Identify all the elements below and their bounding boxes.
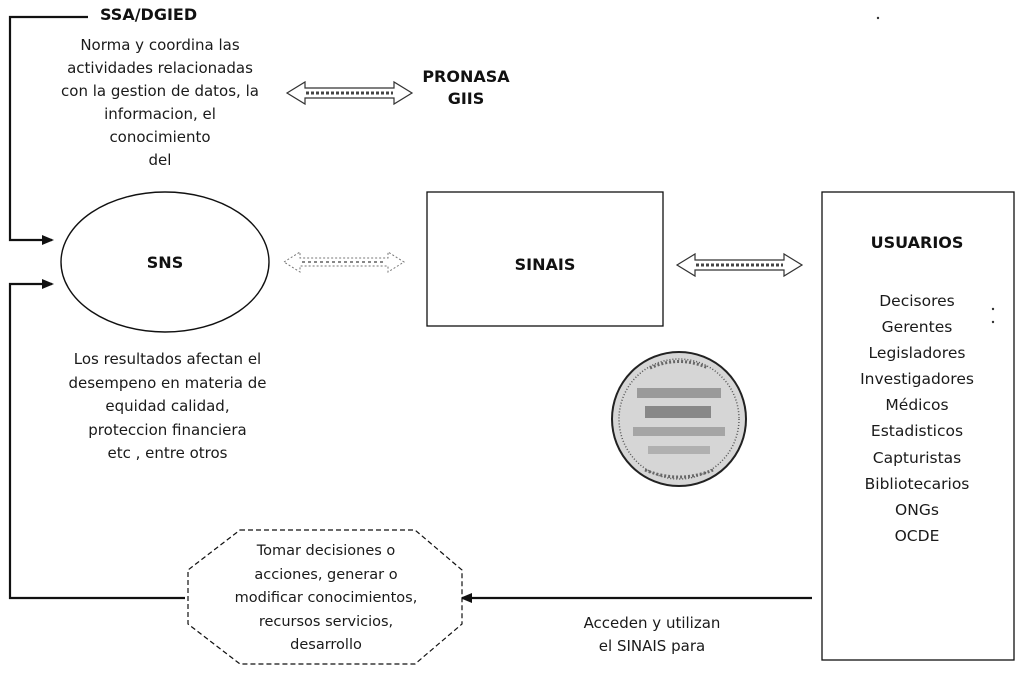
access-text: Acceden y utilizan el SINAIS para [562,612,742,658]
decisions-line: acciones, generar o [254,566,398,583]
speck-mark [991,307,995,311]
ssa-to-sns-connector [8,15,88,245]
ssa-description-line: conocimiento [109,128,211,146]
pronasa-label: PRONASA GIIS [406,66,526,110]
usuario-item: Decisores [879,292,955,310]
ssa-title: SSA/DGIED [100,5,198,24]
decisions-octagon [187,529,463,665]
usuarios-box [821,191,1015,661]
ssa-description-line: con la gestion de datos, la [61,82,259,100]
results-line: equidad calidad, [105,397,230,416]
usuario-item: Bibliotecarios [864,474,970,493]
double-arrow-icon [675,252,804,278]
decisions-line: recursos servicios, [258,613,394,630]
usuario-item: Gerentes [881,318,953,337]
decisions-line: desarrollo [290,637,362,653]
pronasa-line: GIIS [447,89,485,108]
usuario-item: Médicos [885,396,949,415]
sinais-label: SINAIS [514,255,576,274]
results-line: etc , entre otros [107,444,228,463]
ssa-description-line: Norma y coordina las [80,36,240,54]
ssa-description-line: del [148,151,172,169]
results-text: Los resultados afectan el desempeno en ma… [45,348,290,466]
double-arrow-icon [283,251,405,273]
ssa-description-line: informacion, el [104,105,216,123]
usuario-item: Estadisticos [870,422,964,441]
access-line: Acceden y utilizan [583,614,721,632]
sns-ellipse [60,191,270,333]
ssa-description: Norma y coordina las actividades relacion… [40,34,280,172]
decisions-to-sns-connector [8,279,185,600]
speck-mark [991,320,995,324]
usuario-item: ONGs [895,500,939,519]
decisions-line: Tomar decisiones o [256,543,396,559]
ssa-description-line: actividades relacionadas [67,59,253,77]
usuario-item: Legisladores [868,344,966,363]
usuarios-title: USUARIOS [870,233,964,252]
results-line: desempeno en materia de [68,373,267,392]
usuario-item: Capturistas [872,448,962,467]
results-line: proteccion financiera [88,420,247,439]
usuario-item: Investigadores [860,370,974,389]
usuario-item: OCDE [894,526,940,545]
decisions-line: modificar conocimientos, [234,590,418,606]
pronasa-line: PRONASA [422,67,510,86]
access-line: el SINAIS para [598,637,706,655]
seal-stamp-icon [611,351,747,487]
sinais-box [426,191,664,327]
decisions-text: Tomar decisiones o acciones, generar o mod… [198,540,454,658]
results-line: Los resultados afectan el [73,350,262,368]
double-arrow-icon [285,80,414,106]
speck-mark [876,16,880,20]
sns-label: SNS [146,253,184,272]
